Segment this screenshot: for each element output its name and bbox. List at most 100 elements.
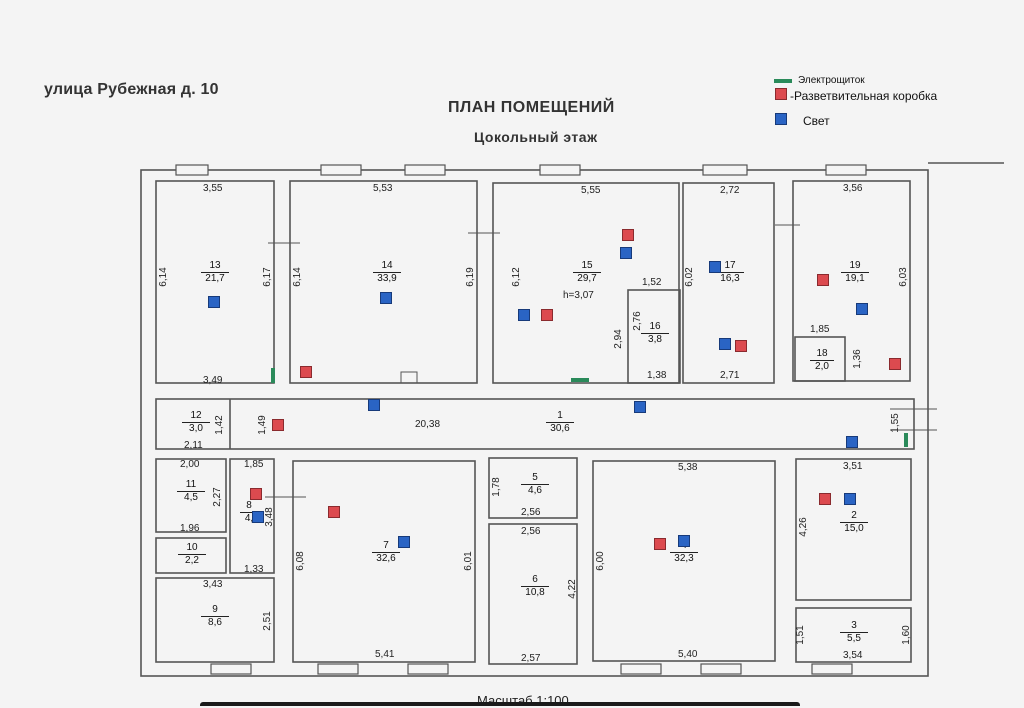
legend-light-icon [775,113,787,125]
dimension-label: 5,41 [375,649,395,660]
dimension-label: 2,11 [184,440,203,451]
light-marker [846,436,858,448]
dimension-label: 3,49 [203,375,223,386]
dimension-label: 2,00 [180,459,200,470]
dimension-label: 20,38 [415,419,441,430]
dimension-label: 2,27 [212,487,223,507]
dimension-label: 5,55 [581,185,601,196]
dimension-label: 2,94 [613,329,624,349]
dimension-label: 1,85 [810,324,830,335]
junction-box-marker [272,419,284,431]
dimension-label: 6,17 [262,267,273,287]
dimension-label: 6,02 [684,267,695,287]
light-marker [368,399,380,411]
dimension-label: 6,12 [511,267,522,287]
light-marker [844,493,856,505]
junction-box-marker [250,488,262,500]
dimension-label: 6,01 [463,551,474,571]
legend-light-label: Свет [803,114,830,128]
dimension-label: 1,78 [491,477,502,497]
dimension-label: 5,38 [678,462,698,473]
junction-box-marker [300,366,312,378]
dimension-label: 2,76 [632,311,643,331]
address-label: улица Рубежная д. 10 [44,81,219,98]
dimension-label: 1,36 [852,349,863,369]
light-marker [856,303,868,315]
junction-box-marker [889,358,901,370]
dimension-label: 2,71 [720,370,740,381]
room-height-label: h=3,07 [563,290,594,301]
bottom-edge-bar [200,702,800,706]
light-marker [380,292,392,304]
plan-title: ПЛАН ПОМЕЩЕНИЙ [448,99,615,116]
legend-panel-label: Электрощиток [798,75,865,86]
legend-junction-box-label: -Разветвительная коробка [790,89,938,103]
electrical-panel [904,433,908,447]
dimension-label: 1,51 [795,625,806,645]
light-marker [678,535,690,547]
dimension-label: 2,56 [521,526,541,537]
dimension-label: 4,26 [798,517,809,537]
dimension-label: 1,55 [890,413,901,433]
dimension-label: 6,14 [292,267,303,287]
junction-box-marker [622,229,634,241]
dimension-label: 3,55 [203,183,223,194]
dimension-label: 2,51 [262,611,273,631]
light-marker [208,296,220,308]
dimension-label: 6,03 [898,267,909,287]
dimension-label: 6,00 [595,551,606,571]
dimension-label: 1,60 [901,625,912,645]
dimension-label: 1,49 [257,415,268,435]
dimension-label: 1,85 [244,459,264,470]
light-marker [518,309,530,321]
junction-box-marker [819,493,831,505]
dimension-label: 5,53 [373,183,393,194]
junction-box-marker [654,538,666,550]
floor-subtitle: Цокольный этаж [474,129,598,145]
light-marker [709,261,721,273]
electrical-panel [571,378,589,382]
dimension-label: 6,14 [158,267,169,287]
dimension-label: 1,38 [647,370,667,381]
dimension-label: 2,57 [521,653,541,664]
dimension-label: 1,42 [214,415,225,435]
legend-panel-icon [774,79,792,83]
dimension-label: 1,52 [642,277,662,288]
dimension-label: 3,48 [264,507,275,527]
junction-box-marker [541,309,553,321]
dimension-label: 1,33 [244,564,264,575]
dimension-label: 3,51 [843,461,863,472]
dimension-label: 2,56 [521,507,541,518]
dimension-label: 6,08 [295,551,306,571]
dimension-label: 3,43 [203,579,223,590]
electrical-panel [271,368,275,383]
light-marker [252,511,264,523]
light-marker [620,247,632,259]
dimension-label: 1,96 [180,523,200,534]
light-marker [398,536,410,548]
dimension-label: 3,54 [843,650,863,661]
dimension-label: 2,72 [720,185,740,196]
junction-box-marker [735,340,747,352]
junction-box-marker [817,274,829,286]
legend-junction-box-icon [775,88,787,100]
dimension-label: 6,19 [465,267,476,287]
junction-box-marker [328,506,340,518]
